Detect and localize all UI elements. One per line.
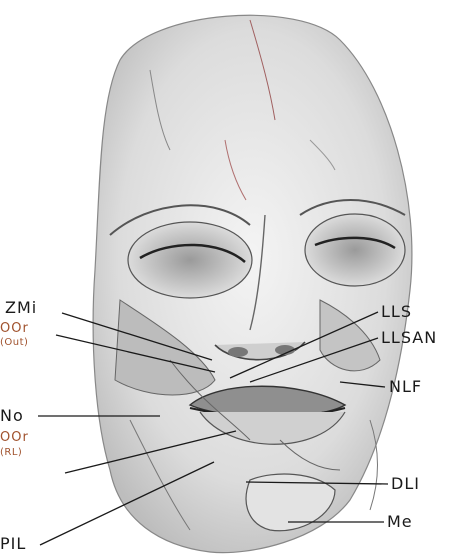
label-oor-out: OOr	[0, 322, 29, 335]
label-nlf: NLF	[389, 379, 422, 395]
label-llsan: LLSAN	[381, 330, 437, 346]
left-eye-socket	[128, 222, 252, 298]
label-zmi: ZMi	[5, 300, 37, 316]
right-eye-socket	[305, 214, 405, 286]
label-lls: LLS	[381, 304, 412, 320]
label-no: No	[0, 408, 24, 424]
label-oor-rl-sub: (RL)	[0, 448, 22, 458]
label-dli: DLI	[391, 476, 420, 492]
label-me: Me	[387, 514, 413, 530]
label-oor-out-sub: (Out)	[0, 338, 28, 348]
label-oor-rl: OOr	[0, 431, 29, 444]
nostril	[228, 347, 248, 357]
label-pil: PIL	[0, 536, 26, 552]
